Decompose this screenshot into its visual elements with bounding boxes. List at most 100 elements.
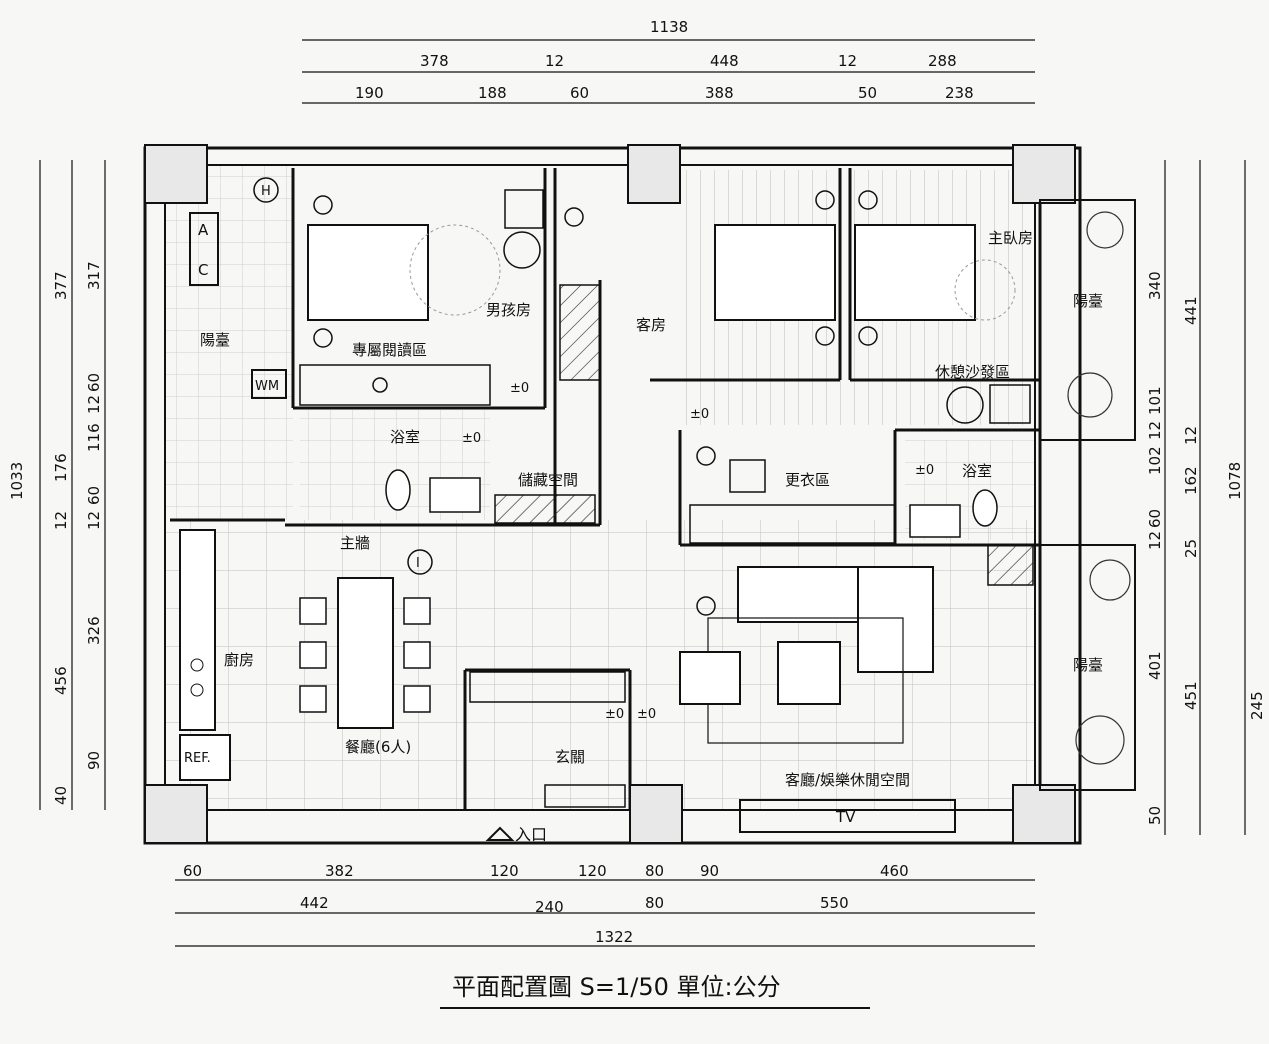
room-living: 客廳/娛樂休閒空間: [785, 771, 910, 789]
plant-icon: [1067, 211, 1131, 765]
room-balcony-right-bottom: 陽臺: [1073, 656, 1103, 674]
dim-top-mid: 378: [420, 52, 449, 70]
dim-top-inner: 238: [945, 84, 974, 102]
dim-right-outer: 162: [1182, 466, 1200, 495]
dim-right-total: 1078: [1226, 462, 1244, 500]
dim-bottom-inner: 80: [645, 862, 664, 880]
dim-right-inner: 12: [1146, 531, 1164, 550]
tv-label: TV: [835, 808, 856, 826]
dressing-wardrobe: [689, 504, 896, 544]
columns: [144, 144, 1076, 844]
level-label: ±0: [690, 407, 709, 422]
room-bath-right: 浴室: [962, 462, 992, 480]
stove-icon: [190, 683, 204, 697]
dim-bottom-total: 1322: [595, 928, 633, 946]
stool-icon: [729, 459, 766, 493]
room-study: 專屬閱讀區: [352, 341, 427, 359]
dim-right-inner: 101: [1146, 386, 1164, 415]
guest-bed: [714, 224, 836, 321]
dim-left-inner: 60: [85, 373, 103, 392]
dim-bottom-inner: 460: [880, 862, 909, 880]
dim-bottom-mid: 240: [535, 898, 564, 916]
dim-left-outer: 377: [52, 271, 70, 300]
entry-bench: [544, 784, 626, 808]
balcony-right-bottom: [1039, 544, 1136, 791]
level-label: ±0: [915, 463, 934, 478]
room-balcony-left: 陽臺: [200, 331, 230, 349]
toilet-icon: [972, 489, 998, 527]
h-marker: [253, 177, 279, 203]
label-main-wall: 主牆: [340, 534, 370, 552]
column-cabinet: [987, 544, 1034, 586]
dim-right-outer: 12: [1182, 426, 1200, 445]
room-lounge: 休憩沙發區: [935, 363, 1010, 381]
room-storage: 儲藏空間: [518, 471, 578, 489]
boys-bed: [307, 224, 429, 321]
room-guest: 客房: [636, 316, 666, 334]
dim-right-inner: 102: [1146, 446, 1164, 475]
room-balcony-right-top: 陽臺: [1073, 292, 1103, 310]
dim-left-inner: 317: [85, 261, 103, 290]
entrance-arrow-icon: [485, 826, 515, 841]
dim-right-outer: 441: [1182, 296, 1200, 325]
armchair: [679, 651, 741, 705]
room-dressing: 更衣區: [785, 471, 830, 489]
room-entry-hall: 玄關: [555, 748, 585, 766]
dim-bottom-inner: 120: [490, 862, 519, 880]
dim-left-outer: 176: [52, 453, 70, 482]
drawing-title: 平面配置圖 S=1/50 單位:公分: [452, 973, 781, 1001]
nightstand: [504, 189, 544, 229]
dim-left-outer: 456: [52, 666, 70, 695]
sink-icon: [429, 477, 481, 513]
dim-left-inner: 12: [85, 511, 103, 530]
ref-label: REF.: [184, 751, 211, 766]
room-boys: 男孩房: [486, 301, 531, 319]
dim-right-outer: 25: [1182, 539, 1200, 558]
dim-bottom-inner: 90: [700, 862, 719, 880]
i-label: I: [416, 556, 420, 571]
dim-top-mid: 12: [838, 52, 857, 70]
rug-icon: [409, 224, 501, 316]
dim-bottom-mid: 442: [300, 894, 329, 912]
dim-top-mid: 288: [928, 52, 957, 70]
dim-right-inner: 340: [1146, 271, 1164, 300]
dim-left-outer: 40: [52, 786, 70, 805]
balcony-right-top: [1039, 199, 1136, 441]
room-kitchen: 廚房: [224, 651, 254, 669]
dim-top-mid: 448: [710, 52, 739, 70]
dim-top-inner: 60: [570, 84, 589, 102]
room-master: 主臥房: [988, 229, 1033, 247]
dim-top-inner: 190: [355, 84, 384, 102]
ac-c-label: C: [198, 261, 208, 279]
coffee-table: [777, 641, 841, 705]
dim-top-inner: 188: [478, 84, 507, 102]
balcony-left-floor: [165, 165, 293, 520]
i-marker: [407, 549, 433, 575]
dim-right-outer: 451: [1182, 681, 1200, 710]
dim-right-inner: 60: [1146, 509, 1164, 528]
dim-right-inner: 50: [1146, 806, 1164, 825]
dining-chairs: [299, 597, 431, 713]
dimension-lines: [39, 39, 1246, 947]
dim-left-inner: 90: [85, 751, 103, 770]
wm-label: WM: [255, 379, 279, 394]
dim-bottom-mid: 80: [645, 894, 664, 912]
dim-bottom-inner: 120: [578, 862, 607, 880]
washing-machine: [251, 369, 287, 399]
lamp-icon: [313, 190, 878, 616]
level-label: ±0: [510, 381, 529, 396]
dim-top-inner: 50: [858, 84, 877, 102]
room-dining: 餐廳(6人): [345, 738, 411, 756]
ac-a-label: A: [198, 221, 209, 239]
level-label: ±0: [605, 707, 624, 722]
chair-icon: [503, 231, 541, 269]
ac-unit: [189, 212, 219, 286]
level-label: ±0: [637, 707, 656, 722]
tv-cabinet: [739, 799, 956, 833]
dim-left-inner: 60: [85, 486, 103, 505]
fridge: [179, 734, 231, 781]
dim-top-mid: 12: [545, 52, 564, 70]
sofa-chaise: [857, 566, 934, 673]
dim-top-inner: 388: [705, 84, 734, 102]
